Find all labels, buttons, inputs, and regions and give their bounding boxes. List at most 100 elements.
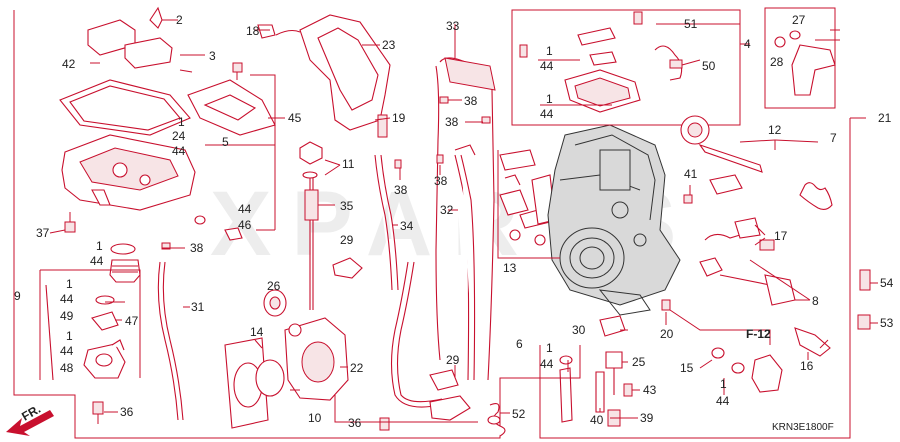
label-38c: 38: [445, 115, 459, 129]
label-38a: 38: [190, 241, 204, 255]
label-12: 12: [768, 123, 782, 137]
label-48: 48: [60, 361, 74, 375]
part-pilot-screw-6: [559, 355, 573, 423]
label-1b: 1: [96, 239, 103, 253]
part-stop-screw-12: [680, 115, 833, 211]
label-36b: 36: [348, 416, 362, 430]
label-44b: 44: [90, 254, 104, 268]
label-30: 30: [572, 323, 586, 337]
label-43: 43: [643, 383, 657, 397]
label-44d: 44: [60, 344, 74, 358]
label-47: 47: [125, 314, 139, 328]
part-screw-36-lower: [379, 417, 390, 431]
part-plate-45: [187, 79, 276, 136]
label-52: 52: [512, 407, 526, 421]
label-44x: 44: [238, 202, 252, 216]
part-screw-20: [661, 299, 671, 311]
label-46: 46: [238, 218, 252, 232]
part-hose-31: [157, 261, 179, 421]
part-washer-26: [263, 289, 287, 317]
label-36a: 36: [120, 405, 134, 419]
label-7: 7: [830, 131, 837, 145]
part-bolt-top-5: [232, 62, 243, 80]
label-44g: 44: [540, 357, 554, 371]
label-22: 22: [350, 361, 364, 375]
part-throttle-cable-10: [390, 261, 471, 421]
label-32: 32: [440, 203, 454, 217]
part-link-arm-13: [499, 149, 556, 246]
label-41: 41: [684, 167, 698, 181]
leader-lines: [39, 19, 878, 423]
part-jet-40: [595, 371, 605, 413]
label-39: 39: [640, 411, 654, 425]
part-screw-37: [64, 212, 76, 233]
part-jets-group-47: [83, 295, 126, 379]
label-44h: 44: [716, 394, 730, 408]
label-44f: 44: [540, 107, 554, 121]
label-1a: 1: [178, 115, 185, 129]
label-4: 4: [744, 37, 751, 51]
part-hot-start-8: [699, 257, 796, 306]
label-10: 10: [308, 411, 322, 425]
frame-code: KRN3E1800F: [772, 422, 834, 433]
label-1d: 1: [66, 329, 73, 343]
part-gasket-14: [224, 337, 285, 429]
part-screw-18: [257, 24, 276, 39]
part-sensor-17: [683, 174, 775, 251]
label-16: 16: [800, 359, 814, 373]
part-plug-30: [599, 315, 626, 337]
part-screw-36-left: [92, 401, 104, 424]
label-51: 51: [684, 17, 698, 31]
label-35: 35: [340, 199, 354, 213]
label-8: 8: [812, 294, 819, 308]
part-top-cover-23: [275, 14, 391, 131]
part-float-chamber-cap: [87, 6, 193, 73]
part-spring-52: [487, 403, 506, 437]
label-34: 34: [400, 219, 414, 233]
part-float-chamber-body: [61, 134, 196, 211]
label-11: 11: [342, 157, 355, 171]
label-38b: 38: [464, 94, 478, 108]
label-23: 23: [382, 38, 396, 52]
label-45: 45: [288, 111, 302, 125]
part-bracket-29-upper: [332, 257, 363, 279]
part-clip-11: [299, 141, 323, 179]
label-37: 37: [36, 226, 50, 240]
label-25: 25: [632, 355, 646, 369]
label-50: 50: [702, 59, 716, 73]
part-elbow-15: [711, 347, 783, 393]
label-14: 14: [250, 325, 264, 339]
label-33: 33: [446, 19, 460, 33]
part-pump-cover-4: [511, 9, 741, 126]
label-38e: 38: [434, 174, 448, 188]
part-oring-1: [110, 243, 136, 255]
part-jet-25: [605, 351, 623, 395]
label-1h: 1: [720, 377, 727, 391]
label-1g: 1: [546, 341, 553, 355]
label-53: 53: [880, 316, 894, 330]
part-bracket-29-lower: [429, 369, 459, 391]
label-15: 15: [680, 361, 694, 375]
part-screw-43: [623, 383, 633, 397]
part-air-tube-32: [454, 144, 476, 381]
label-18: 18: [246, 24, 260, 38]
label-42: 42: [62, 57, 76, 71]
label-49: 49: [60, 309, 74, 323]
label-24: 24: [172, 129, 186, 143]
label-3: 3: [209, 49, 216, 63]
part-small-screws-44-46: [194, 215, 243, 241]
part-insulator-22: [284, 317, 349, 401]
part-float-valve-seat: [109, 259, 141, 283]
outer-frame: [13, 10, 851, 439]
part-screws-53-54: [857, 269, 871, 330]
part-vent-tube-34: [374, 154, 399, 291]
front-arrow-icon: [6, 410, 54, 436]
label-54: 54: [880, 276, 894, 290]
label-44c: 44: [60, 292, 74, 306]
part-screws-38: [161, 96, 491, 250]
label-6: 6: [516, 337, 523, 351]
label-1e: 1: [546, 44, 553, 58]
label-1f: 1: [546, 92, 553, 106]
label-17: 17: [774, 229, 788, 243]
